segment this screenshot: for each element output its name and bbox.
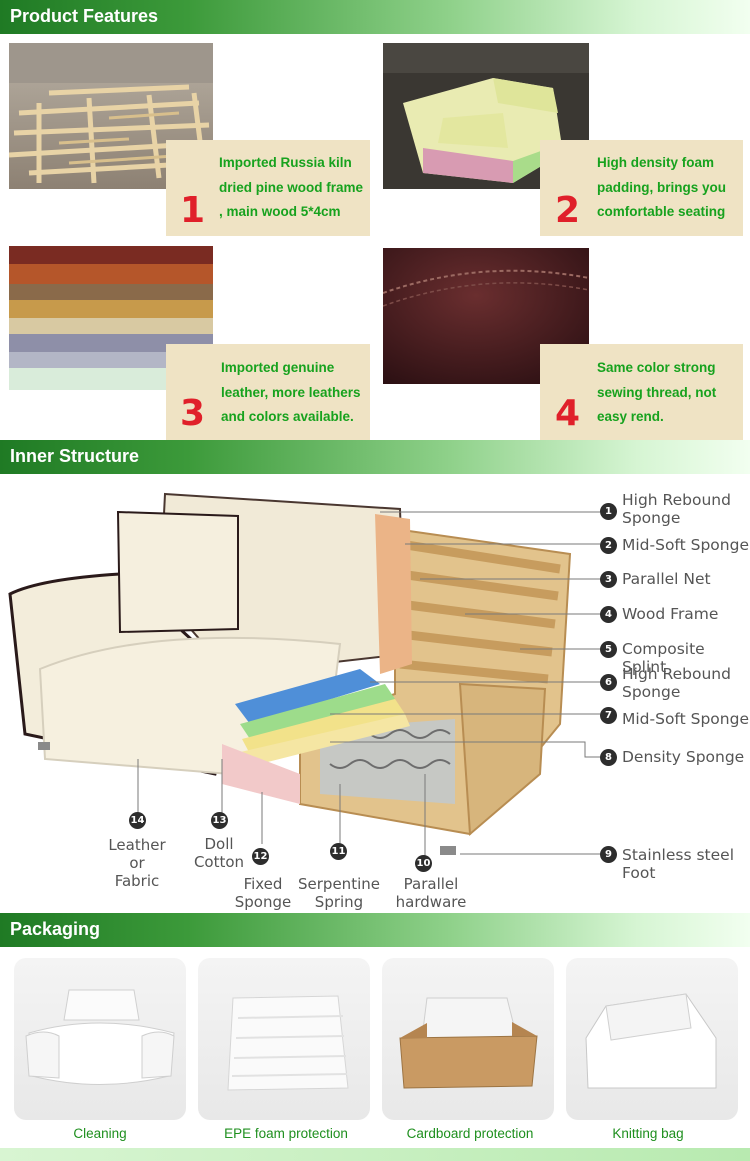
- packaging-header: Packaging: [0, 913, 750, 947]
- inner-structure-header: Inner Structure: [0, 440, 750, 474]
- pack-label: Cleaning: [73, 1126, 127, 1141]
- label-line: Wood Frame: [622, 605, 719, 623]
- structure-number: 1: [600, 503, 617, 520]
- label-line: Fabric: [114, 872, 160, 890]
- label-line: Sponge: [622, 683, 681, 701]
- structure-label-high-rebound-sponge-2: High Rebound Sponge: [622, 665, 731, 701]
- feature-number-2: 2: [555, 190, 581, 231]
- structure-label-mid-soft-sponge-2: Mid-Soft Sponge: [622, 710, 749, 728]
- structure-number: 8: [600, 749, 617, 766]
- sofa-clean-image: [25, 989, 175, 1085]
- pack-card-epe-foam: [198, 958, 370, 1120]
- pack-label: Knitting bag: [612, 1126, 684, 1141]
- structure-label-parallel-hardware: Parallel hardware: [385, 875, 477, 911]
- structure-label-wood-frame: Wood Frame: [622, 605, 718, 623]
- feature-line: Imported genuine: [221, 360, 335, 375]
- sofa-cutaway-illustration: [0, 474, 750, 914]
- knitting-bag-image: [585, 993, 717, 1089]
- pack-card-cardboard: [382, 958, 554, 1120]
- feature-line: sewing thread, not: [597, 384, 717, 400]
- structure-label-stainless-steel-foot: Stainless steel Foot: [622, 846, 734, 882]
- section-title: Packaging: [10, 919, 101, 939]
- feature-text-3: Imported genuine leather, more leathers …: [221, 356, 361, 430]
- footer-strip: [0, 1148, 750, 1161]
- label-line: Cotton: [193, 853, 245, 871]
- feature-line: comfortable seating: [597, 204, 726, 219]
- structure-number: 4: [600, 606, 617, 623]
- feature-photo-leather: [9, 246, 213, 390]
- structure-label-density-sponge: Density Sponge: [622, 748, 744, 766]
- feature-number-1: 1: [180, 190, 206, 231]
- feature-line: and colors available.: [221, 409, 354, 424]
- structure-number: 11: [330, 843, 347, 860]
- structure-label-fixed-sponge: Fixed Sponge: [228, 875, 298, 911]
- label-line: Spring: [314, 893, 364, 911]
- label-line: Fixed: [243, 875, 283, 893]
- label-line: Mid-Soft Sponge: [622, 710, 749, 728]
- product-features-header: Product Features: [0, 0, 750, 34]
- label-line: Doll: [204, 835, 234, 853]
- feature-line: High density foam: [597, 155, 715, 170]
- label-line: or: [129, 854, 145, 872]
- structure-label-serpentine-spring: Serpentine Spring: [290, 875, 388, 911]
- pack-card-knitting-bag: [566, 958, 738, 1120]
- label-line: High Rebound: [622, 491, 731, 509]
- feature-line: padding, brings you: [597, 179, 726, 195]
- label-line: Parallel Net: [622, 570, 711, 588]
- feature-line: dried pine wood frame: [219, 179, 364, 195]
- feature-text-4: Same color strong sewing thread, not eas…: [597, 356, 716, 430]
- feature-box-3: [166, 344, 370, 440]
- label-line: High Rebound: [622, 665, 731, 683]
- structure-label-doll-cotton: Doll Cotton: [188, 835, 250, 871]
- feature-box-2: [540, 140, 743, 236]
- structure-label-leather-or-fabric: Leather or Fabric: [100, 836, 174, 890]
- structure-label-parallel-net: Parallel Net: [622, 570, 711, 588]
- structure-label-high-rebound-sponge: High Rebound Sponge: [622, 491, 731, 527]
- label-line: hardware: [395, 893, 467, 911]
- label-line: Parallel: [403, 875, 459, 893]
- label-line: Mid-Soft Sponge: [622, 536, 749, 554]
- label-line: Sponge: [622, 509, 681, 527]
- structure-number: 7: [600, 707, 617, 724]
- label-line: Stainless steel: [622, 846, 734, 864]
- feature-line: easy rend.: [597, 409, 664, 424]
- pack-card-cleaning: [14, 958, 186, 1120]
- structure-number: 5: [600, 641, 617, 658]
- structure-number: 6: [600, 674, 617, 691]
- feature-box-1: [166, 140, 370, 236]
- label-line: Serpentine: [298, 875, 380, 893]
- feature-line: Same color strong: [597, 360, 716, 375]
- feature-text-1: Imported Russia kiln dried pine wood fra…: [219, 151, 363, 225]
- structure-label-composite-splint: Composite Splint: [622, 640, 750, 676]
- structure-number: 12: [252, 848, 269, 865]
- structure-number: 13: [211, 812, 228, 829]
- feature-number-4: 4: [555, 393, 581, 434]
- foam-wrapped-image: [227, 995, 349, 1091]
- feature-photo-foam: [383, 43, 589, 189]
- feature-box-4: [540, 344, 743, 440]
- structure-label-mid-soft-sponge: Mid-Soft Sponge: [622, 536, 749, 554]
- structure-number: 9: [600, 846, 617, 863]
- structure-number: 3: [600, 571, 617, 588]
- pack-label: Cardboard protection: [406, 1126, 534, 1141]
- structure-number: 2: [600, 537, 617, 554]
- feature-number-3: 3: [180, 393, 206, 434]
- feature-text-2: High density foam padding, brings you co…: [597, 151, 726, 225]
- label-line: Foot: [622, 864, 656, 882]
- label-line: Composite Splint: [622, 640, 705, 676]
- feature-line: , main wood 5*4cm: [219, 204, 341, 219]
- label-line: Sponge: [234, 893, 292, 911]
- structure-number: 10: [415, 855, 432, 872]
- cardboard-box-image: [399, 997, 538, 1089]
- section-title: Inner Structure: [10, 446, 140, 466]
- label-line: Leather: [108, 836, 166, 854]
- feature-line: Imported Russia kiln: [219, 155, 352, 170]
- pack-label: EPE foam protection: [224, 1126, 348, 1141]
- section-title: Product Features: [10, 6, 159, 26]
- label-line: Density Sponge: [622, 748, 745, 766]
- structure-number: 14: [129, 812, 146, 829]
- feature-photo-wood-frame: [9, 43, 213, 189]
- feature-line: leather, more leathers: [221, 384, 361, 400]
